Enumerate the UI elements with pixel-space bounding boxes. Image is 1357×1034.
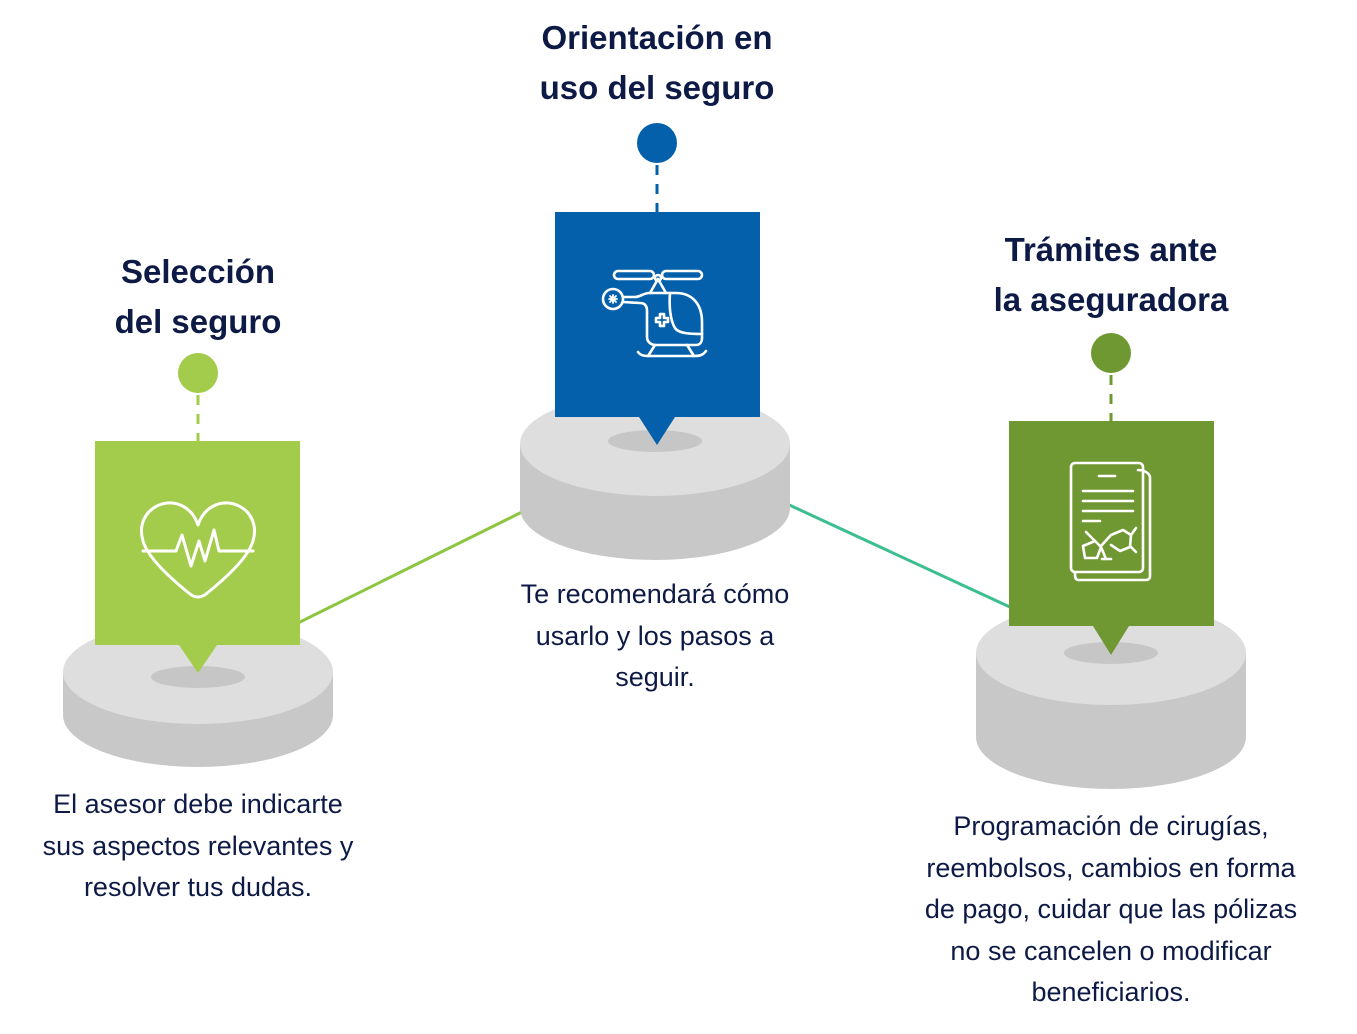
title-line: Selección bbox=[120, 253, 276, 290]
description-line: Te recomendará cómo bbox=[520, 579, 790, 609]
description-line: sus aspectos relevantes y bbox=[42, 830, 354, 861]
callout-box bbox=[95, 441, 300, 673]
step-marker-center bbox=[555, 123, 760, 445]
step-description-seleccion: El asesor debe indicarte sus aspectos re… bbox=[0, 784, 396, 909]
title-line: la aseguradora bbox=[993, 281, 1229, 318]
title-line: uso del seguro bbox=[539, 69, 775, 106]
step-title-tramites: Trámites ante la aseguradora bbox=[960, 225, 1262, 325]
description-line: usarlo y los pasos a bbox=[535, 620, 775, 651]
step-description-orientacion: Te recomendará cómo usarlo y los pasos a… bbox=[455, 574, 855, 699]
description-line: seguir. bbox=[615, 662, 695, 692]
platform-disc-center bbox=[520, 392, 790, 560]
description-line: de pago, cuidar que las pólizas bbox=[924, 894, 1298, 924]
step-description-tramites: Programación de cirugías, reembolsos, ca… bbox=[880, 806, 1342, 1014]
title-line: Trámites ante bbox=[1004, 231, 1218, 268]
description-line: no se cancelen o modificar bbox=[950, 935, 1272, 966]
step-title-orientacion: Orientación en uso del seguro bbox=[505, 13, 809, 113]
document-report-icon bbox=[1069, 461, 1152, 582]
description-line: Programación de cirugías, bbox=[953, 811, 1269, 841]
marker-dot bbox=[637, 123, 677, 163]
medical-helicopter-icon bbox=[601, 269, 708, 358]
description-line: El asesor debe indicarte bbox=[53, 789, 343, 819]
title-line: del seguro bbox=[114, 303, 282, 340]
description-line: reembolsos, cambios en forma bbox=[926, 852, 1296, 883]
callout-box bbox=[555, 212, 760, 445]
step-marker-left bbox=[95, 353, 300, 673]
description-line: beneficiarios. bbox=[1031, 977, 1191, 1007]
step-title-seleccion: Selección del seguro bbox=[48, 247, 348, 347]
connector-line-left bbox=[297, 506, 531, 625]
heartbeat-icon bbox=[140, 501, 256, 599]
callout-box bbox=[1009, 421, 1214, 655]
marker-dot bbox=[178, 353, 218, 393]
description-line: resolver tus dudas. bbox=[83, 872, 313, 902]
step-marker-right bbox=[1009, 333, 1214, 655]
marker-dot bbox=[1091, 333, 1131, 373]
connector-line-right bbox=[784, 501, 1013, 610]
title-line: Orientación en bbox=[541, 19, 773, 56]
